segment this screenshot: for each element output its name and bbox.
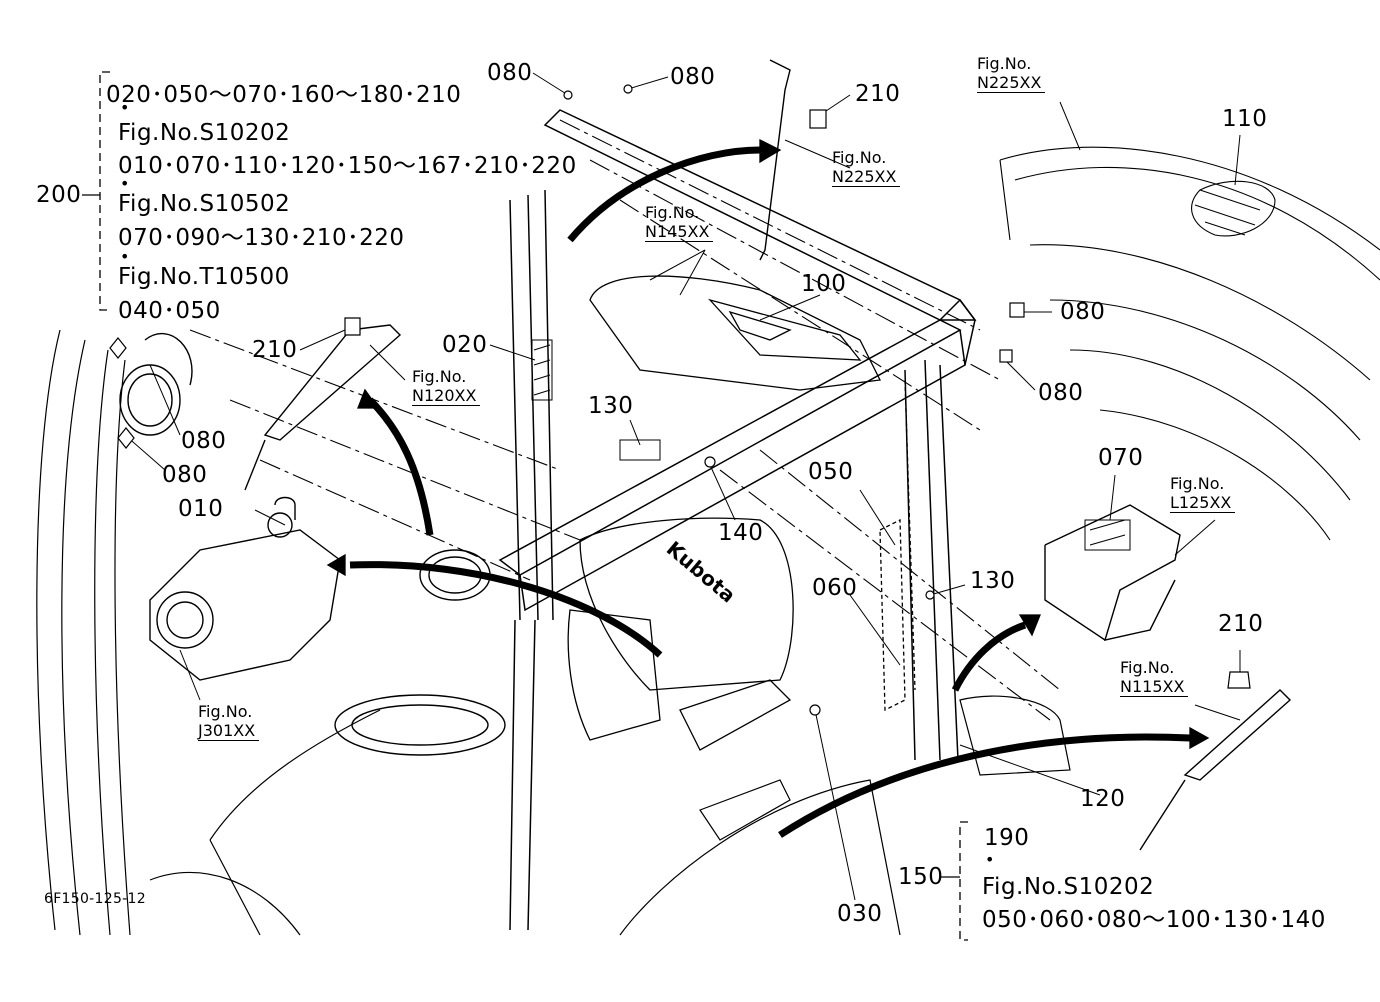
small-fasteners [109, 84, 1251, 716]
part-050: 050 [808, 459, 854, 485]
hatched-labels [531, 189, 1261, 551]
reference-arrows [326, 138, 1210, 838]
fig-ref-roof-strut: Fig.No. N225XX [832, 148, 901, 187]
group-right-line1: 190 [984, 825, 1030, 851]
part-080: 080 [1060, 299, 1106, 325]
part-020: 020 [442, 332, 488, 358]
part-080: 080 [162, 462, 208, 488]
part-080: 080 [487, 60, 533, 86]
panel-dashed [879, 379, 916, 712]
fig-ref-code: N225XX [977, 73, 1046, 93]
work-light-front [419, 549, 491, 601]
fig-ref-title: Fig.No. [198, 702, 253, 721]
fig-ref-door-strut: Fig.No. N115XX [1120, 658, 1189, 697]
fig-ref-fuse-box: Fig.No. L125XX [1170, 474, 1236, 513]
part-130: 130 [970, 568, 1016, 594]
group-left-line5: 070･090～130･210･220 [118, 225, 405, 251]
group-left-number: 200 [36, 182, 82, 208]
group-left-line6: Fig.No.T10500 [118, 264, 290, 290]
work-light-left [119, 333, 193, 436]
group-left-line7: 040･050 [118, 298, 221, 324]
group-left-line4: Fig.No.S10502 [118, 191, 291, 217]
part-080: 080 [181, 428, 227, 454]
part-080: 080 [670, 64, 716, 90]
part-030: 030 [837, 901, 883, 927]
rear-window-outline [999, 146, 1380, 541]
part-110: 110 [1222, 106, 1268, 132]
part-210: 210 [252, 337, 298, 363]
fig-ref-front-strut: Fig.No. N120XX [412, 367, 481, 406]
roof-panel [589, 275, 881, 391]
drawing-code: 6F150-125-12 [44, 891, 146, 907]
fig-ref-title: Fig.No. [977, 54, 1032, 73]
part-100: 100 [801, 271, 847, 297]
fig-ref-title: Fig.No. [832, 148, 887, 167]
part-070: 070 [1098, 445, 1144, 471]
fig-ref-code: N145XX [645, 222, 714, 242]
fig-ref-title: Fig.No. [1170, 474, 1225, 493]
group-right-line3: 050･060･080～100･130･140 [982, 907, 1326, 933]
fig-ref-title: Fig.No. [412, 367, 467, 386]
part-010: 010 [178, 496, 224, 522]
group-left-line1: 020･050～070･160～180･210 [106, 82, 462, 108]
lower-body-outline [149, 695, 1071, 936]
part-130: 130 [588, 393, 634, 419]
bullet-dot: • [985, 850, 995, 869]
part-060: 060 [812, 575, 858, 601]
seat [567, 517, 794, 751]
part-080: 080 [1038, 380, 1084, 406]
fig-ref-wiper-motor: Fig.No. J301XX [198, 702, 260, 741]
part-210: 210 [855, 81, 901, 107]
part-120: 120 [1080, 786, 1126, 812]
left-door-outline [36, 329, 131, 936]
fuse-box-cover [1044, 504, 1181, 641]
wiper-motor [149, 496, 341, 681]
fig-ref-roof-window: Fig.No. N225XX [977, 54, 1046, 93]
fig-ref-code: N225XX [832, 167, 901, 187]
bullet-dot: • [120, 98, 130, 117]
group-right-line2: Fig.No.S10202 [982, 874, 1155, 900]
fig-ref-title: Fig.No. [1120, 658, 1175, 677]
group-right-bracket [940, 821, 968, 941]
part-210: 210 [1218, 611, 1264, 637]
fig-ref-code: N120XX [412, 386, 481, 406]
fig-ref-code: N115XX [1120, 677, 1189, 697]
steering-wheel [334, 694, 506, 756]
group-left-bracket [82, 71, 110, 311]
part-140: 140 [718, 520, 764, 546]
main-frame [498, 109, 977, 931]
fig-ref-roof-panel: Fig.No. N145XX [645, 203, 714, 242]
bullet-dot: • [120, 174, 130, 193]
fig-ref-code: J301XX [198, 721, 260, 741]
group-right-number: 150 [898, 864, 944, 890]
bullet-dot: • [120, 247, 130, 266]
gas-struts [244, 59, 1292, 851]
group-left-line3: 010･070･110･120･150～167･210･220 [118, 153, 577, 179]
group-left-line2: Fig.No.S10202 [118, 120, 291, 146]
fig-ref-code: L125XX [1170, 493, 1236, 513]
leader-lines [124, 72, 1241, 901]
fig-ref-title: Fig.No. [645, 203, 700, 222]
